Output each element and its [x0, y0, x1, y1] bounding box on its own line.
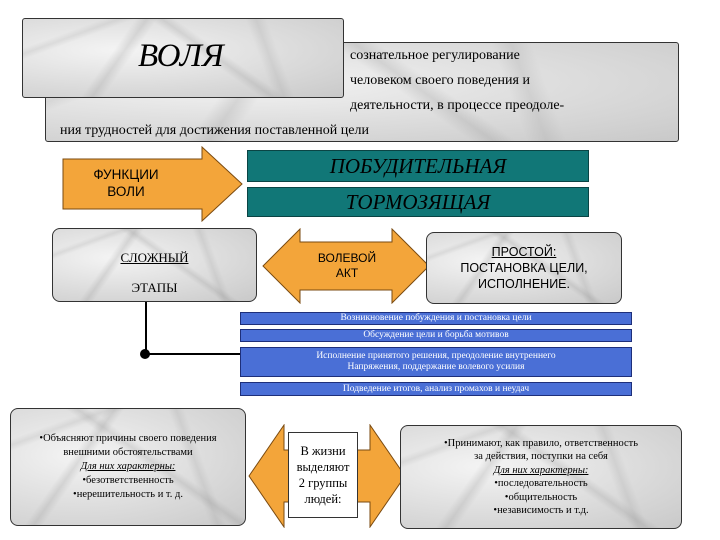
volitional-act-line-1: ВОЛЕВОЙ: [317, 251, 377, 265]
internal-locus-trait-2: •общительность: [504, 491, 578, 503]
external-locus-trait-2: •нерешительность и т. д.: [73, 489, 183, 500]
complex-act-box: [52, 228, 257, 302]
stage-3-line-1: Исполнение принятого решения, преодолени…: [316, 351, 556, 361]
groups-center-line-4: людей:: [304, 492, 342, 506]
stages-label: ЭТАПЫ: [131, 280, 178, 295]
stages-connector-vertical: [145, 302, 147, 355]
complex-act-label: СЛОЖНЫЙ: [120, 250, 189, 265]
stage-4: Подведение итогов, анализ промахов и неу…: [240, 382, 632, 396]
internal-locus-box: •Принимают, как правило, ответственность…: [400, 425, 682, 529]
functions-label-line-2: ВОЛИ: [107, 184, 145, 199]
stage-2-text: Обсуждение цели и борьба мотивов: [363, 330, 509, 340]
functions-label-line-1: ФУНКЦИИ: [93, 167, 159, 182]
stage-3: Исполнение принятого решения, преодолени…: [240, 347, 632, 377]
function-inhibitory: ТОРМОЗЯЩАЯ: [247, 187, 589, 217]
functions-arrow: [62, 146, 243, 222]
internal-locus-traits-label: Для них характерны:: [493, 464, 589, 476]
volitional-act-label: ВОЛЕВОЙ АКТ: [292, 246, 402, 286]
simple-act-line-2: ИСПОЛНЕНИЕ.: [478, 277, 570, 291]
simple-act-line-1: ПОСТАНОВКА ЦЕЛИ,: [460, 261, 588, 275]
internal-locus-line-1: •Принимают, как правило, ответственность: [443, 437, 639, 449]
stages-connector-horizontal: [145, 353, 240, 355]
external-locus-line-1: •Объясняют причины своего поведения: [39, 433, 217, 444]
groups-center-line-3: 2 группы: [298, 476, 348, 490]
function-incentive: ПОБУДИТЕЛЬНАЯ: [247, 150, 589, 182]
groups-center-line-2: выделяют: [296, 460, 350, 474]
definition-line-3: деятельности, в процессе преодоле-: [350, 98, 565, 113]
volitional-act-line-2: АКТ: [335, 266, 359, 280]
function-incentive-label: ПОБУДИТЕЛЬНАЯ: [329, 154, 507, 178]
definition-title: ВОЛЯ: [138, 38, 224, 74]
will-title-box: [22, 18, 344, 98]
groups-center-box: В жизни выделяют 2 группы людей:: [288, 432, 358, 518]
definition-line-4: ния трудностей для достижения поставленн…: [60, 123, 369, 138]
external-locus-trait-1: •безответственность: [82, 475, 174, 486]
definition-line-2: человеком своего поведения и: [350, 73, 530, 88]
simple-act-title: ПРОСТОЙ:: [491, 245, 557, 259]
internal-locus-trait-1: •последовательность: [494, 478, 588, 489]
stage-3-line-2: Напряжения, поддержание волевого усилия: [347, 362, 525, 372]
external-locus-box: •Объясняют причины своего поведения внеш…: [10, 408, 246, 526]
stage-1: Возникновение побуждения и постановка це…: [240, 312, 632, 325]
definition-line-1: сознательное регулирование: [350, 48, 520, 63]
simple-act-box: ПРОСТОЙ: ПОСТАНОВКА ЦЕЛИ, ИСПОЛНЕНИЕ.: [426, 232, 622, 304]
external-locus-line-2: внешними обстоятельствами: [63, 447, 193, 458]
stages-connector-dot: [140, 349, 150, 359]
internal-locus-line-2: за действия, поступки на себя: [474, 451, 608, 462]
stage-4-text: Подведение итогов, анализ промахов и неу…: [342, 383, 530, 394]
function-inhibitory-label: ТОРМОЗЯЩАЯ: [345, 190, 491, 214]
stage-2: Обсуждение цели и борьба мотивов: [240, 329, 632, 342]
external-locus-traits-label: Для них характерны:: [80, 461, 176, 472]
functions-label: ФУНКЦИИ ВОЛИ: [66, 162, 186, 204]
stage-1-text: Возникновение побуждения и постановка це…: [340, 313, 532, 323]
internal-locus-trait-3: •независимость и т.д.: [493, 505, 589, 516]
groups-center-line-1: В жизни: [300, 444, 346, 458]
